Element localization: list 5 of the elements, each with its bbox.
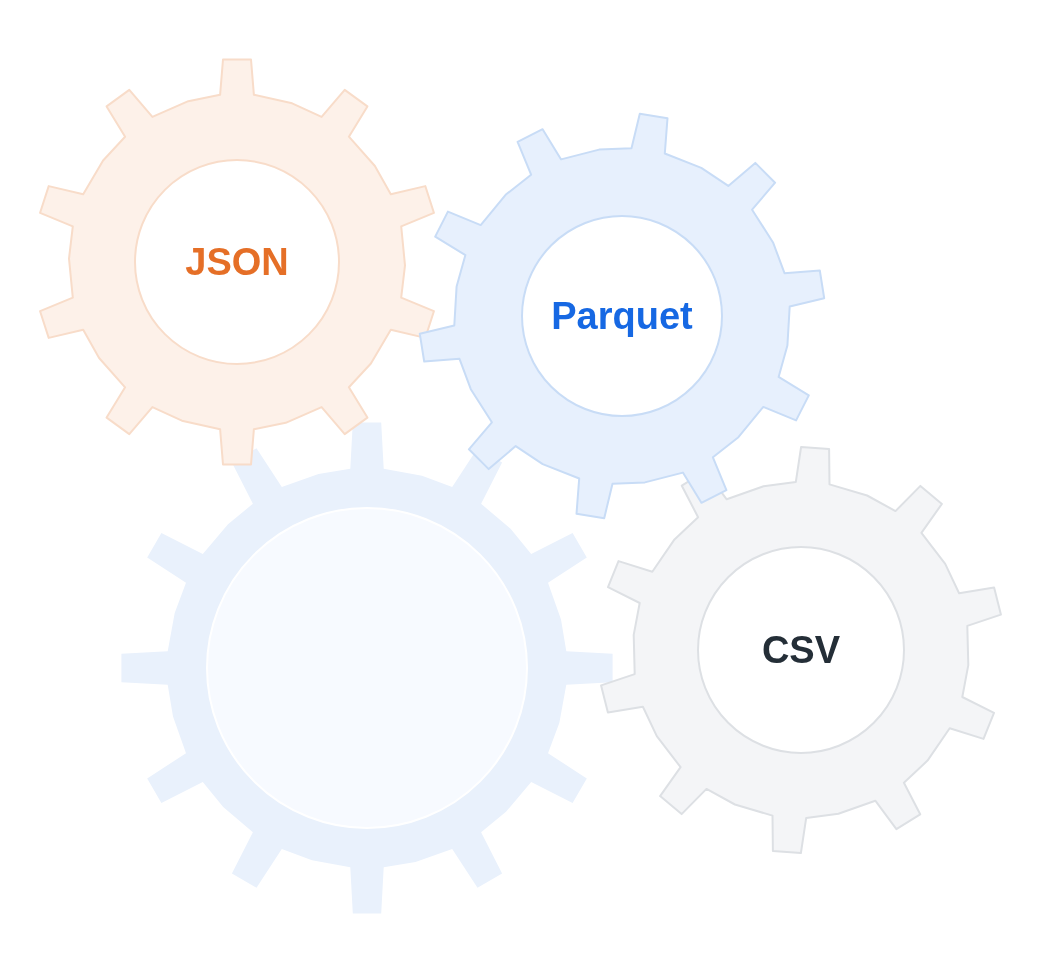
format-label: CSV xyxy=(761,628,841,672)
format-label: JSON xyxy=(185,240,289,284)
gear xyxy=(119,420,615,916)
gear xyxy=(417,111,827,521)
format-label: Parquet xyxy=(551,294,693,338)
